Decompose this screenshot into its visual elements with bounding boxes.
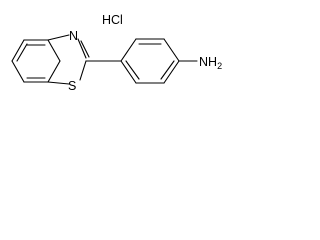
ring-sulfur-label: S <box>68 79 76 93</box>
amine-label: NH2 <box>199 55 222 71</box>
benzo-ring-bonds <box>11 39 61 83</box>
amine-nh: NH <box>199 55 217 69</box>
ring-nitrogen-label: N <box>69 29 78 43</box>
thiazole-ring-bonds <box>47 34 90 85</box>
structure-diagram: HCl N S NH2 <box>11 13 222 93</box>
phenyl-ring-bonds <box>120 38 180 84</box>
salt-label: HCl <box>102 13 123 27</box>
amine-subscript: 2 <box>217 61 222 71</box>
